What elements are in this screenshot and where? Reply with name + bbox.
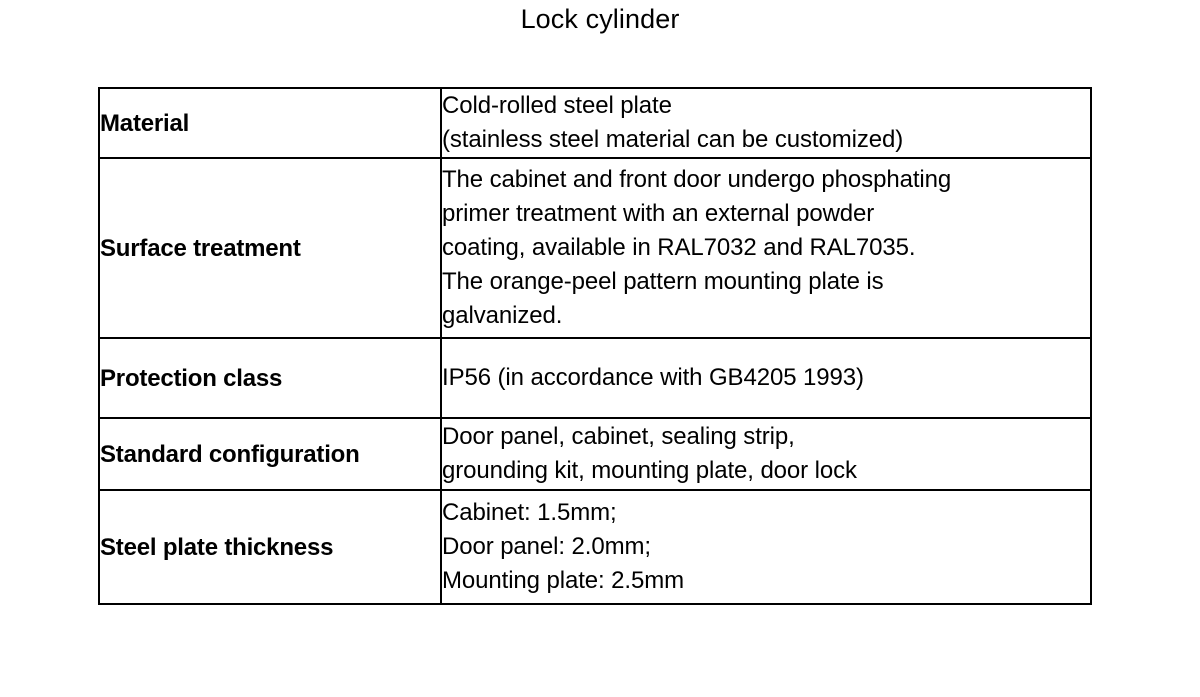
spec-value-standard-configuration: Door panel, cabinet, sealing strip, grou… (440, 417, 1092, 491)
spec-value-line: Door panel, cabinet, sealing strip, (442, 423, 795, 450)
table-row: Protection class IP56 (in accordance wit… (98, 337, 1092, 419)
spec-value-line: grounding kit, mounting plate, door lock (442, 457, 857, 484)
specification-table: Material Cold-rolled steel plate (stainl… (98, 87, 1092, 605)
spec-value-surface-treatment: The cabinet and front door undergo phosp… (440, 157, 1092, 339)
spec-label-protection-class: Protection class (98, 337, 442, 419)
spec-label-standard-configuration: Standard configuration (98, 417, 442, 491)
spec-value-protection-class: IP56 (in accordance with GB4205 1993) (440, 337, 1092, 419)
page-title: Lock cylinder (520, 4, 680, 34)
spec-value-line: Door panel: 2.0mm; (442, 533, 651, 560)
spec-value-line: The orange-peel pattern mounting plate i… (442, 268, 884, 295)
table-row: Material Cold-rolled steel plate (stainl… (98, 87, 1092, 159)
table-row: Steel plate thickness Cabinet: 1.5mm; Do… (98, 489, 1092, 605)
table-row: Surface treatment The cabinet and front … (98, 157, 1092, 339)
spec-value-line: primer treatment with an external powder (442, 200, 875, 227)
spec-value-material: Cold-rolled steel plate (stainless steel… (440, 87, 1092, 159)
spec-value-line: IP56 (in accordance with GB4205 1993) (442, 364, 864, 391)
specification-table-body: Material Cold-rolled steel plate (stainl… (98, 87, 1092, 605)
spec-value-line: coating, available in RAL7032 and RAL703… (442, 234, 916, 261)
spec-value-line: Cabinet: 1.5mm; (442, 499, 617, 526)
spec-label-surface-treatment: Surface treatment (98, 157, 442, 339)
spec-label-steel-plate-thickness: Steel plate thickness (98, 489, 442, 605)
spec-value-line: Mounting plate: 2.5mm (442, 567, 685, 594)
spec-value-line: galvanized. (442, 302, 563, 329)
table-row: Standard configuration Door panel, cabin… (98, 417, 1092, 491)
spec-label-material: Material (98, 87, 442, 159)
spec-value-line: The cabinet and front door undergo phosp… (442, 166, 952, 193)
spec-value-line: (stainless steel material can be customi… (442, 126, 904, 153)
spec-value-steel-plate-thickness: Cabinet: 1.5mm; Door panel: 2.0mm; Mount… (440, 489, 1092, 605)
spec-value-line: Cold-rolled steel plate (442, 92, 672, 119)
